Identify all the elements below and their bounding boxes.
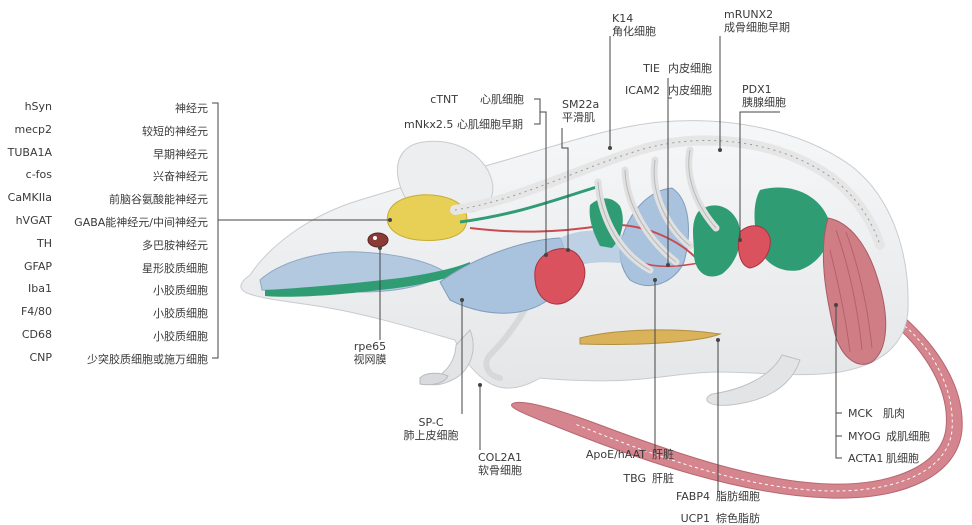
label-mnkx: mNkx2.5	[404, 118, 453, 131]
promoter-row: CNP 少突胶质细胞或施万细胞	[0, 351, 208, 365]
label-tbg: TBG	[590, 472, 646, 485]
promoter-gene: Iba1	[0, 282, 52, 295]
promoter-cell-type: 星形胶质细胞	[142, 260, 208, 276]
label-apoe-cell: 肝脏	[652, 448, 674, 461]
promoter-gene: CNP	[0, 351, 52, 364]
label-rpe65-cell: 视网膜	[350, 353, 390, 366]
eye-highlight	[373, 236, 377, 240]
label-ctnt: cTNT	[398, 93, 458, 106]
label-tbg-cell: 肝脏	[652, 472, 674, 485]
label-fabp4: FABP4	[660, 490, 710, 503]
label-ctnt-cell: 心肌细胞	[480, 93, 524, 106]
label-mck-cell: 肌肉	[883, 407, 905, 420]
label-mrunx2: mRUNX2	[724, 8, 773, 21]
promoter-row: TUBA1A 早期神经元	[0, 146, 208, 160]
promoter-gene: hVGAT	[0, 214, 52, 227]
label-sm22a: SM22a	[562, 98, 599, 111]
promoter-row: Iba1 小胶质细胞	[0, 282, 208, 296]
label-pdx1-cell: 胰腺细胞	[742, 96, 786, 109]
eye	[368, 233, 388, 247]
label-rpe65: rpe65	[350, 340, 390, 353]
label-pdx1: PDX1	[742, 83, 772, 96]
promoter-cell-type: GABA能神经元/中间神经元	[74, 214, 208, 230]
label-col2a1: COL2A1	[478, 451, 522, 464]
promoter-row: c-fos 兴奋神经元	[0, 168, 208, 182]
promoter-cell-type: 早期神经元	[153, 146, 208, 162]
promoter-cell-type: 神经元	[175, 100, 208, 116]
label-myog-cell: 成肌细胞	[886, 430, 930, 443]
promoter-gene: TUBA1A	[0, 146, 52, 159]
label-mck: MCK	[848, 407, 872, 420]
promoter-cell-type: 少突胶质细胞或施万细胞	[87, 351, 208, 367]
label-k14: K14	[612, 12, 633, 25]
label-sm22a-cell: 平滑肌	[562, 111, 595, 124]
label-col2a1-cell: 软骨细胞	[478, 464, 522, 477]
promoter-row: CD68 小胶质细胞	[0, 328, 208, 342]
promoter-cell-type: 较短的神经元	[142, 123, 208, 139]
promoter-gene: c-fos	[0, 168, 52, 181]
label-icam2-cell: 内皮细胞	[668, 84, 712, 97]
label-k14-cell: 角化细胞	[612, 25, 656, 38]
label-mrunx2-cell: 成骨细胞早期	[724, 21, 790, 34]
promoter-row: GFAP 星形胶质细胞	[0, 260, 208, 274]
label-acta1-cell: 肌细胞	[886, 452, 919, 465]
promoter-row: mecp2 较短的神经元	[0, 123, 208, 137]
label-ucp1-cell: 棕色脂肪	[716, 512, 760, 525]
promoter-gene: CD68	[0, 328, 52, 341]
promoter-gene: F4/80	[0, 305, 52, 318]
promoter-row: CaMKIIa 前脑谷氨酸能神经元	[0, 191, 208, 205]
label-apoe: ApoE/hAAT	[570, 448, 646, 461]
promoter-cell-type: 兴奋神经元	[153, 168, 208, 184]
promoter-cell-type: 前脑谷氨酸能神经元	[109, 191, 208, 207]
promoter-gene: mecp2	[0, 123, 52, 136]
label-ucp1: UCP1	[660, 512, 710, 525]
label-acta1: ACTA1	[848, 452, 883, 465]
promoter-cell-type: 小胶质细胞	[153, 305, 208, 321]
promoter-cell-type: 多巴胺神经元	[142, 237, 208, 253]
label-icam2: ICAM2	[610, 84, 660, 97]
promoter-row: hSyn 神经元	[0, 100, 208, 114]
label-fabp4-cell: 脂肪细胞	[716, 490, 760, 503]
label-mnkx-cell: 心肌细胞早期	[457, 118, 523, 131]
promoter-row: F4/80 小胶质细胞	[0, 305, 208, 319]
label-spc: SP-C	[396, 416, 466, 429]
label-tie-cell: 内皮细胞	[668, 62, 712, 75]
label-myog: MYOG	[848, 430, 881, 443]
brain	[387, 195, 467, 241]
promoter-gene: TH	[0, 237, 52, 250]
promoter-gene: CaMKIIa	[0, 191, 52, 204]
promoter-gene: hSyn	[0, 100, 52, 113]
promoter-gene: GFAP	[0, 260, 52, 273]
promoter-cell-type: 小胶质细胞	[153, 328, 208, 344]
label-spc-cell: 肺上皮细胞	[396, 429, 466, 442]
promoter-row: TH 多巴胺神经元	[0, 237, 208, 251]
label-tie: TIE	[620, 62, 660, 75]
promoter-cell-type: 小胶质细胞	[153, 282, 208, 298]
promoter-row: hVGAT GABA能神经元/中间神经元	[0, 214, 208, 228]
